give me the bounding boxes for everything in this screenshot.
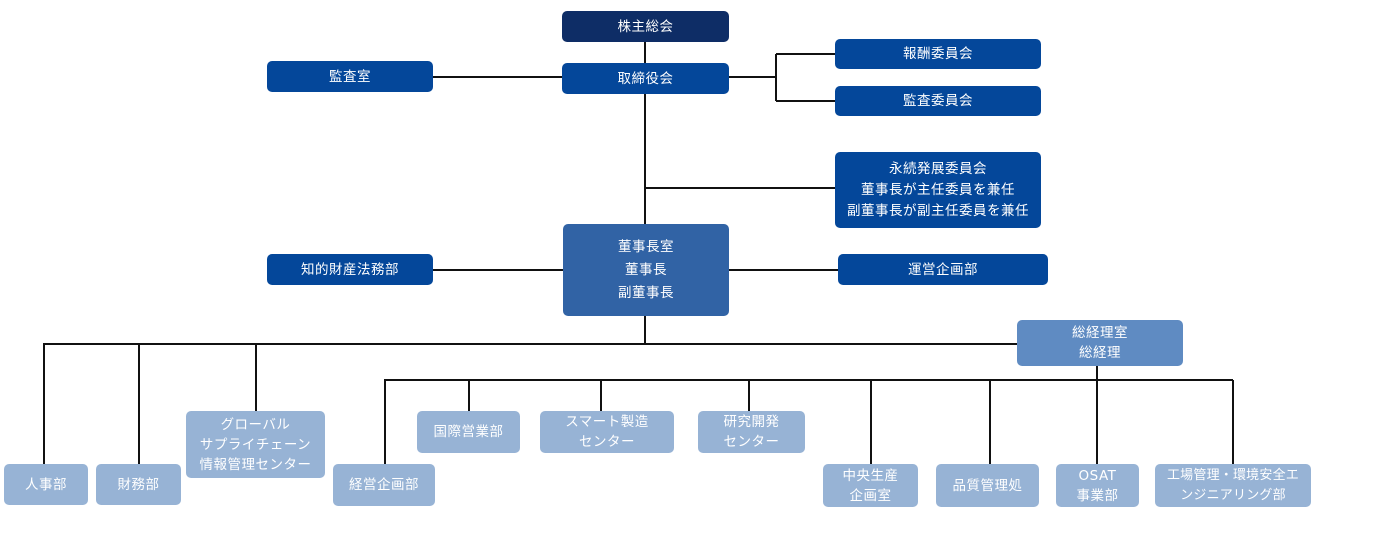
global-scm-center-box: グローバル サプライチェーン 情報管理センター xyxy=(186,411,325,478)
audit-committee-label: 監査委員会 xyxy=(903,93,973,109)
shareholders-meeting-box: 株主総会 xyxy=(562,11,729,42)
president-office-box: 総経理室 総経理 xyxy=(1017,320,1183,366)
board-of-directors-label: 取締役会 xyxy=(617,70,674,87)
quality-management-box: 品質管理処 xyxy=(936,464,1039,507)
hr-department-label: 人事部 xyxy=(25,476,67,493)
business-planning-label: 経営企画部 xyxy=(349,477,419,493)
compensation-committee-label: 報酬委員会 xyxy=(903,46,973,62)
chairman-office-box: 董事長室 董事長 副董事長 xyxy=(563,224,729,316)
sustainability-committee-vice-chair: 副董事長が副主任委員を兼任 xyxy=(847,202,1029,219)
smart-manufacturing-line1: スマート製造 xyxy=(565,414,649,430)
finance-department-label: 財務部 xyxy=(117,476,160,493)
sustainability-committee-chair: 董事長が主任委員を兼任 xyxy=(861,181,1015,198)
audit-office-box: 監査室 xyxy=(267,61,433,92)
osat-division-box: OSAT 事業部 xyxy=(1056,464,1139,507)
intl-sales-label: 国際営業部 xyxy=(433,424,504,440)
quality-management-label: 品質管理処 xyxy=(952,477,1023,494)
central-production-line1: 中央生産 xyxy=(842,467,899,484)
board-of-directors-box: 取締役会 xyxy=(562,63,729,94)
audit-committee-box: 監査委員会 xyxy=(835,86,1041,116)
operations-planning-label: 運営企画部 xyxy=(908,261,978,278)
business-planning-box: 経営企画部 xyxy=(333,464,435,506)
global-scm-line2: サプライチェーン xyxy=(199,436,312,453)
factory-env-line2: ンジニアリング部 xyxy=(1180,487,1286,503)
operations-planning-box: 運営企画部 xyxy=(838,254,1048,285)
smart-manufacturing-line2: センター xyxy=(579,434,635,450)
finance-department-box: 財務部 xyxy=(96,464,181,505)
shareholders-meeting-label: 株主総会 xyxy=(617,18,674,35)
smart-manufacturing-box: スマート製造 センター xyxy=(540,411,674,453)
sustainability-committee-box: 永続発展委員会 董事長が主任委員を兼任 副董事長が副主任委員を兼任 xyxy=(835,152,1041,228)
audit-office-label: 監査室 xyxy=(329,68,371,85)
sustainability-committee-title: 永続発展委員会 xyxy=(889,160,987,177)
hr-department-box: 人事部 xyxy=(4,464,88,505)
central-production-line2: 企画室 xyxy=(849,487,892,504)
factory-env-engineering-box: 工場管理・環境安全エ ンジニアリング部 xyxy=(1155,464,1311,507)
rnd-center-line2: センター xyxy=(723,434,780,450)
president-office-title: 総経理室 xyxy=(1072,325,1128,341)
chairman-label: 董事長 xyxy=(625,261,667,278)
ip-legal-label: 知的財産法務部 xyxy=(301,261,399,278)
global-scm-line3: 情報管理センター xyxy=(199,456,312,473)
osat-division-line1: OSAT xyxy=(1078,467,1117,484)
global-scm-line1: グローバル xyxy=(220,416,291,433)
osat-division-line2: 事業部 xyxy=(1076,487,1119,504)
president-label: 総経理 xyxy=(1079,345,1121,361)
intl-sales-box: 国際営業部 xyxy=(417,411,520,453)
factory-env-line1: 工場管理・環境安全エ xyxy=(1166,467,1299,483)
rnd-center-line1: 研究開発 xyxy=(723,414,780,430)
vice-chairman-label: 副董事長 xyxy=(618,284,674,301)
rnd-center-box: 研究開発 センター xyxy=(698,411,805,453)
central-production-box: 中央生産 企画室 xyxy=(823,464,918,507)
chairman-office-title: 董事長室 xyxy=(618,238,674,255)
compensation-committee-box: 報酬委員会 xyxy=(835,39,1041,69)
ip-legal-box: 知的財産法務部 xyxy=(267,254,433,285)
